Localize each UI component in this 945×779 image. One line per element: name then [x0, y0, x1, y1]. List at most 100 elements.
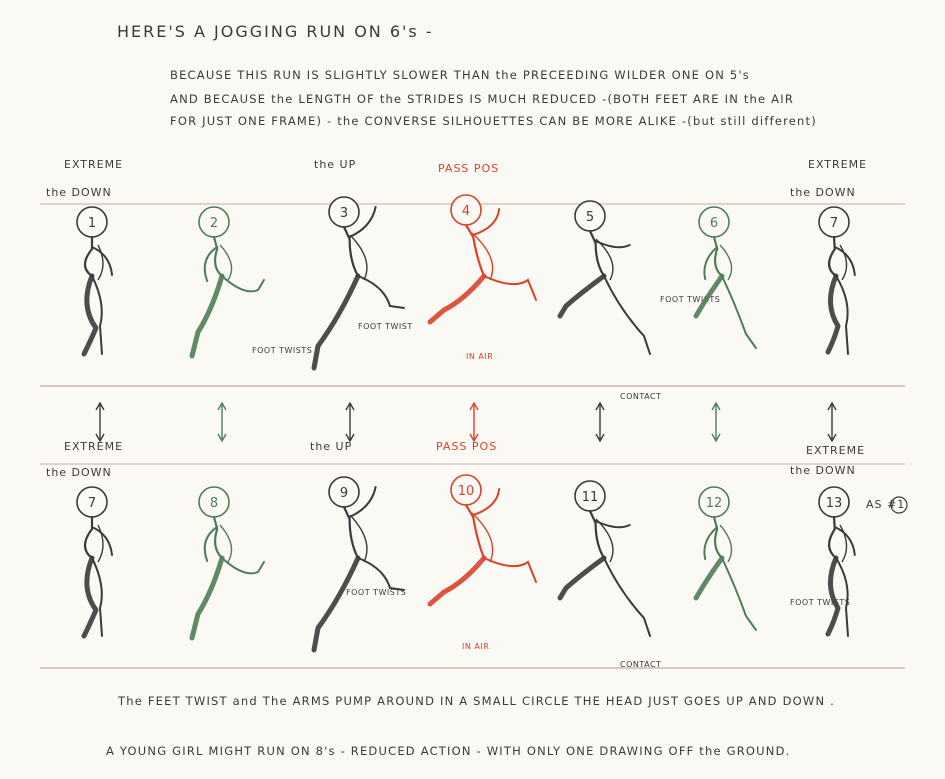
correspondence-arrow-2: [217, 401, 227, 443]
bottom-12-arm: [703, 526, 719, 560]
top-3-leg-back: [311, 273, 361, 371]
top-1-frame-number: 1: [88, 216, 96, 231]
annotation-contact-bottom: CONTACT: [620, 660, 662, 669]
top-6-torso: [712, 235, 724, 278]
arrow-head-up: [345, 401, 355, 411]
top-4-torso-outline: [471, 232, 494, 281]
top-3-leg-front: [357, 275, 405, 309]
bottom-12-leg-back: [693, 555, 725, 601]
caption-line-2: A YOUNG GIRL MIGHT RUN ON 8's - REDUCED …: [106, 744, 791, 758]
label-pass-pos-bottom: PASS POS: [436, 440, 498, 453]
annotation-foot-twist-top: FOOT TWIST: [358, 322, 413, 331]
bottom-12-frame-number: 12: [706, 496, 723, 511]
top-1-arm: [91, 246, 113, 276]
arrow-head-up: [469, 401, 479, 411]
arrow-head-down: [345, 433, 355, 443]
label-extreme-bottom-right: EXTREME: [806, 444, 866, 457]
bottom-8-torso-outline: [219, 524, 233, 563]
intro-line-2: AND BECAUSE the LENGTH OF the STRIDES IS…: [170, 92, 795, 106]
annotation-in-air-top: IN AIR: [466, 352, 494, 361]
arrow-head-down: [711, 433, 721, 443]
label-the-down-top-left: the DOWN: [46, 186, 112, 199]
bottom-13-legs: [825, 555, 849, 637]
bottom-11-figure: 11: [557, 480, 651, 637]
top-7-leg-back: [825, 273, 841, 355]
top-6-leg-front: [721, 275, 757, 349]
label-the-down-bottom-left: the DOWN: [46, 466, 112, 479]
bottom-9-leg-front: [357, 557, 405, 591]
bottom-8-legs: [189, 555, 265, 641]
bottom-13-frame-number: 13: [826, 496, 843, 511]
arrow-head-down: [827, 433, 837, 443]
top-6-frame-number: 6: [710, 216, 718, 231]
bottom-12-leg-front: [721, 557, 757, 631]
top-4-leg-back: [427, 273, 487, 325]
top-7-legs: [825, 273, 849, 355]
annotation-foot-twists-top-6: FOOT TWISTS: [660, 295, 721, 304]
bottom-12-figure: 12: [693, 486, 757, 631]
bottom-9-arm: [348, 486, 377, 518]
top-3-torso-outline: [349, 234, 368, 281]
top-7-arm: [833, 246, 856, 276]
bottom-8-frame-number: 8: [210, 496, 218, 511]
caption-line-1: The FEET TWIST and The ARMS PUMP AROUND …: [118, 694, 835, 708]
bottom-9-figure: 9: [311, 476, 405, 653]
top-6-arm: [703, 246, 719, 280]
top-1-leg-back: [81, 273, 99, 357]
arrow-head-up: [827, 401, 837, 411]
bottom-10-leg-back: [427, 555, 487, 607]
top-3-frame-number: 3: [340, 206, 348, 221]
correspondence-arrow-4: [469, 401, 479, 443]
annotation-foot-twists-top: FOOT TWISTS: [252, 346, 313, 355]
top-7-torso: [828, 235, 838, 278]
bottom-11-frame-number: 11: [582, 490, 599, 505]
bottom-11-torso: [588, 509, 606, 560]
bottom-13-figure: 13: [818, 486, 856, 637]
bottom-12-torso: [712, 515, 724, 560]
top-7-leg-front: [835, 275, 849, 355]
top-2-torso: [212, 235, 224, 278]
bottom-13-torso-outline: [839, 524, 848, 563]
top-1-leg-front: [91, 275, 103, 355]
bottom-13-arm: [833, 526, 856, 556]
top-5-arm: [594, 240, 631, 249]
bottom-8-figure: 8: [189, 486, 265, 641]
arrow-head-up: [95, 401, 105, 411]
top-4-legs: [427, 273, 537, 325]
top-5-torso: [588, 229, 606, 278]
intro-line-1: BECAUSE THIS RUN IS SLIGHTLY SLOWER THAN…: [170, 68, 750, 82]
bottom-8-leg-back: [189, 555, 225, 641]
top-4-frame-number: 4: [462, 204, 470, 219]
bottom-11-arm: [594, 520, 631, 529]
bottom-10-arm: [472, 488, 501, 516]
top-5-figure: 5: [557, 200, 651, 355]
annotation-foot-twists-bottom: FOOT TWISTS: [346, 588, 407, 597]
bottom-11-leg-front: [603, 557, 651, 637]
bottom-12-torso-outline: [719, 524, 733, 563]
top-4-torso: [464, 223, 486, 278]
top-5-legs: [557, 273, 651, 355]
top-5-frame-number: 5: [586, 210, 594, 225]
top-2-leg-back: [189, 273, 225, 359]
guide-lines: [40, 203, 905, 669]
top-7-figure: 7: [818, 206, 856, 355]
label-as-1: AS #1: [866, 498, 906, 511]
top-4-figure: 4: [427, 194, 537, 325]
page-title: HERE'S A JOGGING RUN ON 6's -: [117, 22, 434, 41]
bottom-10-figure: 10: [427, 474, 537, 607]
label-the-down-top-right: the DOWN: [790, 186, 856, 199]
top-5-leg-back: [557, 273, 607, 319]
bottom-9-torso: [342, 505, 360, 560]
bottom-8-torso: [212, 515, 224, 560]
bottom-7-figure: 7: [76, 486, 113, 639]
label-extreme-bottom-left: EXTREME: [64, 440, 124, 453]
top-2-legs: [189, 273, 265, 359]
arrow-head-up: [595, 401, 605, 411]
correspondence-arrow-5: [595, 401, 605, 443]
arrow-head-down: [469, 433, 479, 443]
label-the-up-bottom: the UP: [310, 440, 353, 453]
bottom-7-frame-number: 7: [88, 496, 96, 511]
label-pass-pos-top: PASS POS: [438, 162, 500, 175]
top-3-torso: [342, 225, 360, 278]
